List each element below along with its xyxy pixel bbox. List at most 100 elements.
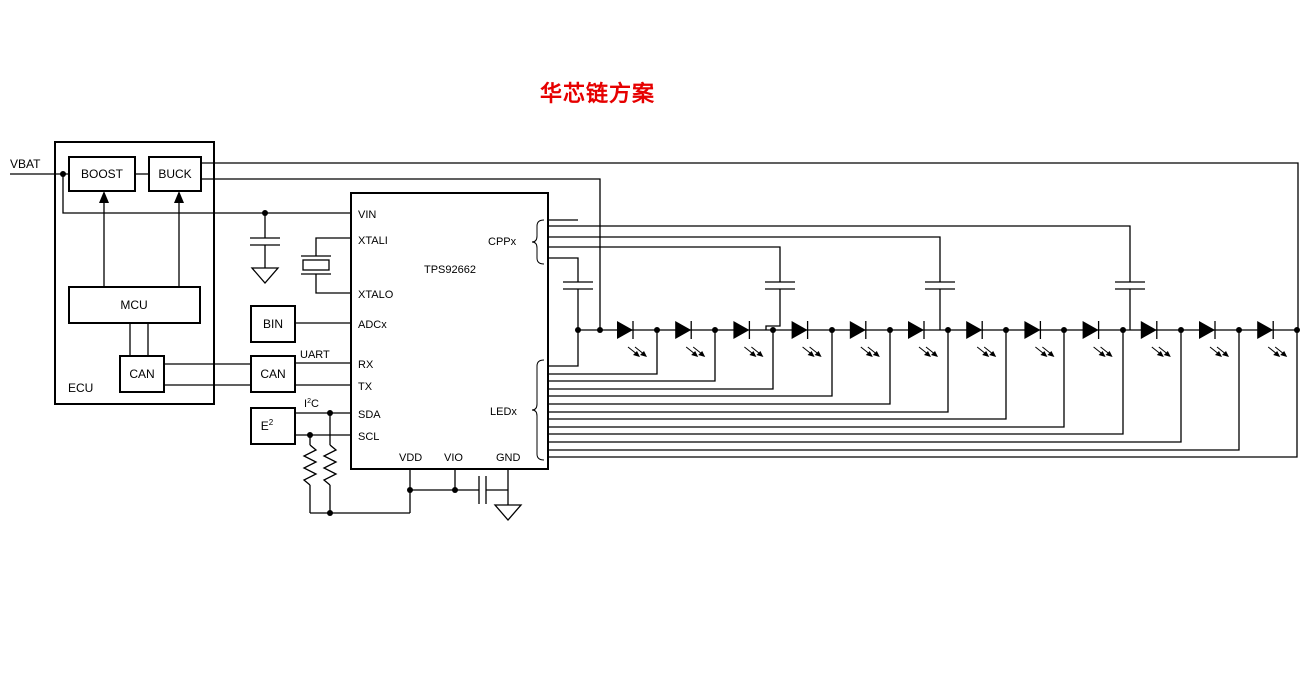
pin-xtali: XTALI: [358, 235, 388, 247]
ecu-label: ECU: [68, 381, 93, 395]
junction-dot: [452, 487, 458, 493]
light-arrow-icon: [749, 351, 757, 357]
pin-sda: SDA: [358, 409, 381, 421]
pin-ledx: LEDx: [490, 406, 517, 418]
ledx-tap-wire: [548, 330, 1182, 443]
cppx-wire: [548, 236, 941, 282]
cppx-wire: [765, 289, 781, 330]
ledx-tap-wire: [548, 330, 716, 382]
led-diode-icon: [966, 321, 983, 339]
ledx-tap-wire: [548, 330, 658, 375]
ecu-can-label: CAN: [129, 367, 154, 381]
light-arrow-icon: [1040, 351, 1048, 357]
light-arrow-icon: [756, 351, 764, 357]
pin-vin: VIN: [358, 209, 376, 221]
ground-icon: [250, 267, 280, 284]
light-arrow-icon: [814, 351, 822, 357]
ledx-brace: [531, 359, 545, 461]
led-diode-icon: [1140, 321, 1157, 339]
chip-name: TPS92662: [424, 264, 476, 276]
ledx-tap-wire: [548, 330, 1240, 451]
ledx-tap-wire: [548, 330, 1298, 458]
supply-decoupling: [407, 469, 523, 521]
light-arrow-icon: [1222, 351, 1229, 357]
vin-capacitor: [250, 213, 280, 284]
ground-icon: [493, 504, 523, 521]
pin-rx: RX: [358, 359, 374, 371]
light-arrow-icon: [924, 351, 931, 357]
ledx-tap-wire: [548, 330, 774, 390]
led-diode-icon: [849, 321, 866, 339]
led-diode-icon: [1082, 321, 1099, 339]
eeprom-label: E2: [261, 418, 274, 433]
light-arrow-icon: [1098, 351, 1106, 357]
vbat-label: VBAT: [10, 157, 41, 171]
light-arrow-icon: [865, 351, 873, 357]
ledx-tap-wire: [548, 330, 949, 413]
ledx-tap-wire: [548, 330, 579, 367]
bin-block: [250, 305, 296, 343]
light-arrow-icon: [1163, 351, 1171, 357]
arrow-up-icon: [99, 191, 109, 203]
ledx-tap-wire: [548, 330, 833, 397]
cppx-brace: [531, 219, 545, 265]
light-arrow-icon: [698, 351, 706, 357]
pullup-resistors: [302, 413, 410, 516]
led-diode-icon: [1199, 321, 1215, 339]
light-arrow-icon: [633, 351, 640, 357]
pin-vio: VIO: [444, 452, 463, 464]
eeprom-block: [250, 407, 296, 445]
led-diode-icon: [675, 321, 692, 339]
cppx-wire: [548, 246, 781, 282]
light-arrow-icon: [691, 351, 699, 357]
i2c-label: I2C: [304, 398, 319, 410]
led-diode-icon: [908, 321, 924, 339]
junction-dot: [327, 510, 333, 516]
tps92662-chip: TPS92662 VIN XTALI XTALO ADCx RX TX SDA …: [350, 192, 549, 470]
light-arrow-icon: [931, 351, 938, 357]
pin-cppx: CPPx: [488, 236, 517, 248]
can-transceiver-label: CAN: [260, 367, 285, 381]
ecu-block: ECU BOOST BUCK MCU CAN: [54, 141, 215, 405]
light-arrow-icon: [807, 351, 815, 357]
pin-tx: TX: [358, 381, 373, 393]
mcu-block: [68, 286, 201, 324]
mcu-label: MCU: [120, 298, 147, 312]
light-arrow-icon: [872, 351, 880, 357]
pin-xtalo: XTALO: [358, 289, 394, 301]
light-arrow-icon: [1273, 351, 1281, 357]
pin-scl: SCL: [358, 431, 379, 443]
arrow-up-icon: [174, 191, 184, 203]
junction-dot: [407, 487, 413, 493]
light-arrow-icon: [1280, 351, 1288, 357]
ledx-tap-wire: [548, 330, 1065, 428]
buck-label: BUCK: [158, 167, 191, 181]
led-diode-icon: [791, 321, 808, 339]
cppx-wire: [548, 257, 579, 282]
ledx-tap-wire: [548, 330, 891, 405]
led-diode-icon: [1257, 321, 1274, 339]
led-diode-icon: [733, 321, 750, 339]
light-arrow-icon: [1047, 351, 1055, 357]
boost-block: [68, 156, 136, 192]
light-arrow-icon: [640, 351, 647, 357]
light-arrow-icon: [1105, 351, 1113, 357]
boost-label: BOOST: [81, 167, 124, 181]
crystal: [301, 237, 351, 294]
ledx-tap-wire: [548, 330, 1124, 435]
pin-gnd: GND: [496, 452, 521, 464]
junction-dot: [597, 327, 603, 333]
bin-label: BIN: [263, 317, 283, 331]
light-arrow-icon: [982, 351, 990, 357]
pin-adcx: ADCx: [358, 319, 387, 331]
light-arrow-icon: [1156, 351, 1164, 357]
led-diode-icon: [1024, 321, 1041, 339]
cppx-wire: [548, 225, 1131, 282]
led-diode-icon: [617, 321, 633, 339]
can-transceiver-block: [250, 355, 296, 393]
pin-vdd: VDD: [399, 452, 422, 464]
led-string: [548, 219, 1300, 458]
light-arrow-icon: [989, 351, 997, 357]
light-arrow-icon: [1215, 351, 1222, 357]
